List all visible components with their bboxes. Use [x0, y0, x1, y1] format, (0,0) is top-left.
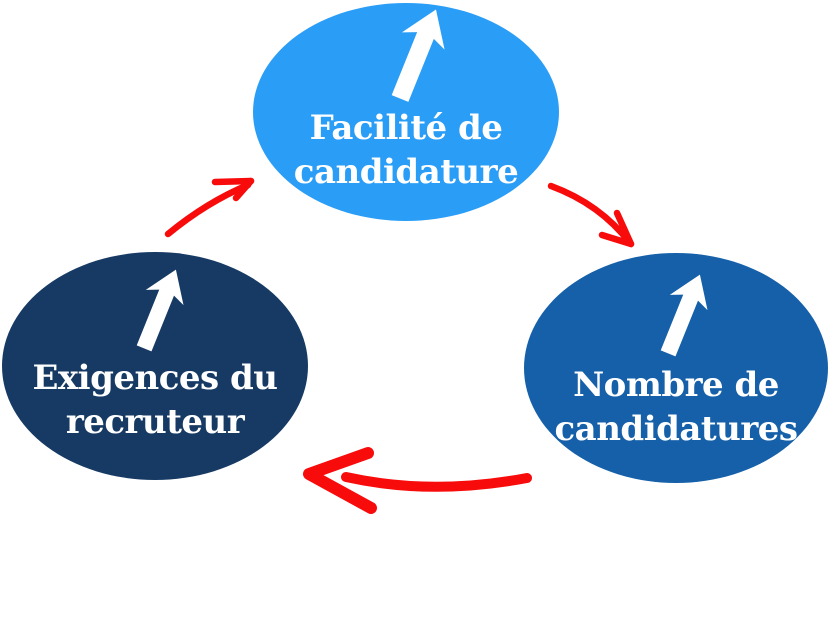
node-label-line2: candidatures: [554, 409, 798, 449]
node-label-line2: recruteur: [65, 402, 245, 442]
up-trend-arrow-icon: [660, 274, 708, 357]
node-label: Facilité de candidature: [253, 106, 559, 194]
node-label-line1: Exigences du: [32, 358, 278, 398]
up-trend-arrow-icon: [136, 269, 184, 352]
node-label-line2: candidature: [293, 152, 519, 192]
node-label-line1: Nombre de: [573, 365, 779, 405]
arrow-nombre-to-exigences: [303, 447, 532, 514]
arrow-exigences-to-facilite: [164, 177, 255, 238]
arrow-facilite-to-nombre: [547, 182, 635, 248]
node-nombre-de-candidatures: Nombre de candidatures: [524, 253, 828, 483]
node-exigences-du-recruteur: Exigences du recruteur: [2, 252, 308, 480]
node-label-line1: Facilité de: [309, 108, 503, 148]
node-label: Exigences du recruteur: [2, 356, 308, 444]
up-trend-arrow-icon: [391, 9, 445, 102]
node-facilite-de-candidature: Facilité de candidature: [253, 3, 559, 221]
node-label: Nombre de candidatures: [524, 363, 828, 451]
